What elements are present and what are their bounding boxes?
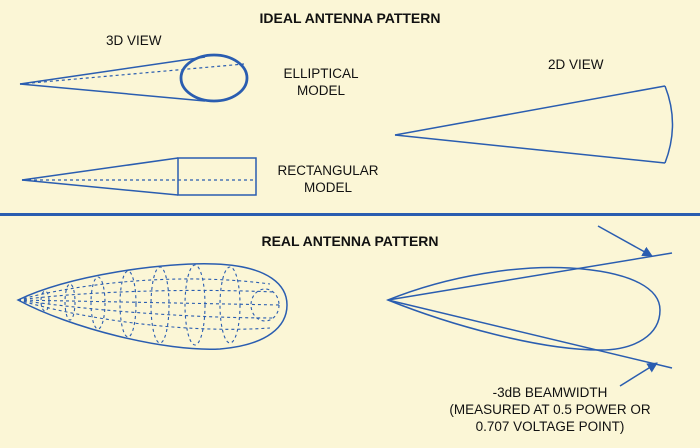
sector-2d-view <box>394 85 674 164</box>
beam-edge-upper <box>387 252 673 301</box>
beamwidth-line3: 0.707 VOLTAGE POINT) <box>475 419 625 434</box>
real-pattern-2d-lobe <box>385 252 673 369</box>
elliptical-label-line2: MODEL <box>296 83 345 98</box>
elliptical-label-line1: ELLIPTICAL <box>283 66 359 81</box>
arrow-lower <box>619 362 658 387</box>
beamwidth-label: -3dB BEAMWIDTH (MEASURED AT 0.5 POWER OR… <box>420 384 680 435</box>
ideal-pattern-heading: IDEAL ANTENNA PATTERN <box>259 10 441 26</box>
view-2d-label: 2D VIEW <box>548 57 604 72</box>
beamwidth-line1: -3dB BEAMWIDTH <box>492 385 608 400</box>
rectangular-cone-model <box>21 157 257 196</box>
panel-divider <box>0 213 700 216</box>
beam-edge-lower <box>387 299 673 369</box>
rectangular-model-label: RECTANGULAR MODEL <box>263 162 393 196</box>
rectangular-label-line1: RECTANGULAR <box>277 163 379 178</box>
rectangle-base <box>177 157 257 196</box>
elliptical-cone-model <box>19 53 249 103</box>
view-3d-label: 3D VIEW <box>106 33 162 48</box>
real-pattern-heading: REAL ANTENNA PATTERN <box>261 233 439 249</box>
elliptical-model-label: ELLIPTICAL MODEL <box>266 65 376 99</box>
real-pattern-3d-lobe <box>16 263 288 350</box>
rectangular-label-line2: MODEL <box>303 180 352 195</box>
arrow-upper <box>597 225 653 257</box>
ellipse-base <box>179 53 249 103</box>
beamwidth-line2: (MEASURED AT 0.5 POWER OR <box>449 402 651 417</box>
